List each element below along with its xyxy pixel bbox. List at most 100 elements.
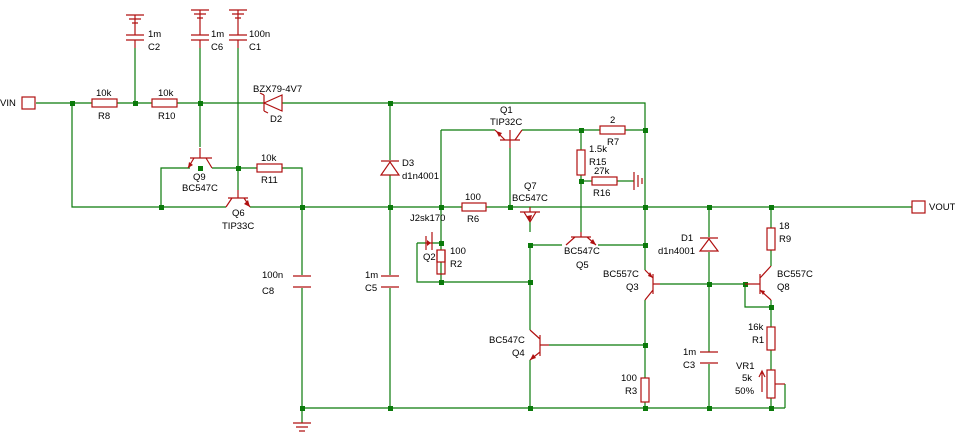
vin-label: VIN xyxy=(0,98,16,109)
svg-text:5k: 5k xyxy=(742,373,752,384)
svg-text:BC547C: BC547C xyxy=(512,193,548,204)
svg-text:18: 18 xyxy=(779,221,790,232)
ground-symbol-main xyxy=(293,422,311,432)
svg-text:D2: D2 xyxy=(270,114,282,125)
svg-text:10k: 10k xyxy=(158,88,174,99)
svg-text:VR1: VR1 xyxy=(736,361,754,372)
svg-text:R6: R6 xyxy=(467,214,479,225)
svg-text:C2: C2 xyxy=(148,42,160,53)
svg-text:Q7: Q7 xyxy=(524,181,537,192)
svg-text:R8: R8 xyxy=(98,111,110,122)
svg-text:Q4: Q4 xyxy=(512,348,525,359)
vout-label: VOUT xyxy=(929,202,955,213)
svg-text:R3: R3 xyxy=(625,386,637,397)
vout-port: VOUT xyxy=(911,200,955,214)
capacitor-c2: 1m C2 xyxy=(126,14,161,53)
resistor-r6: 100 R6 xyxy=(461,192,487,225)
capacitor-c8: 100n C8 xyxy=(262,270,311,297)
capacitor-c3: 1m C3 xyxy=(683,347,718,371)
svg-text:BC547C: BC547C xyxy=(182,183,218,194)
svg-text:27k: 27k xyxy=(594,166,610,177)
potentiometer-vr1: VR1 5k 50% xyxy=(735,361,785,399)
capacitor-c1: 100n C1 xyxy=(229,9,270,53)
svg-text:Q8: Q8 xyxy=(777,282,790,293)
svg-text:1m: 1m xyxy=(211,29,224,40)
transistor-q4: BC547C Q4 xyxy=(489,329,549,361)
svg-text:100n: 100n xyxy=(249,29,270,40)
svg-text:C8: C8 xyxy=(262,286,274,297)
ground-symbol-r16 xyxy=(633,172,643,190)
diode-d3: D3 d1n4001 xyxy=(379,158,439,182)
svg-text:TIP32C: TIP32C xyxy=(490,117,522,128)
resistor-r16: 27k R16 xyxy=(591,166,618,199)
svg-text:Q3: Q3 xyxy=(626,282,639,293)
capacitor-c6: 1m C6 xyxy=(191,9,224,53)
svg-text:Q5: Q5 xyxy=(576,260,589,271)
svg-text:C1: C1 xyxy=(249,42,261,53)
resistor-r15: 1.5k R15 xyxy=(576,144,607,176)
resistor-r7: 2 R7 xyxy=(599,115,626,148)
svg-text:100n: 100n xyxy=(262,270,283,281)
transistor-q7: Q7 BC547C xyxy=(512,181,548,223)
transistor-q6: Q6 TIP33C xyxy=(222,190,254,232)
transistor-q2: J2sk170 Q2 xyxy=(410,213,445,263)
transistor-q5: BC547C Q5 xyxy=(564,232,600,271)
svg-text:2: 2 xyxy=(610,115,615,126)
svg-text:50%: 50% xyxy=(735,386,755,397)
svg-text:C6: C6 xyxy=(211,42,223,53)
transistor-q1: Q1 TIP32C xyxy=(490,105,523,148)
svg-text:R1: R1 xyxy=(752,335,764,346)
svg-text:d1n4001: d1n4001 xyxy=(658,246,695,257)
svg-text:R16: R16 xyxy=(593,188,610,199)
svg-text:TIP33C: TIP33C xyxy=(222,221,254,232)
svg-text:D3: D3 xyxy=(402,158,414,169)
svg-text:Q6: Q6 xyxy=(232,208,245,219)
svg-text:1m: 1m xyxy=(148,29,161,40)
junctions xyxy=(70,101,774,411)
transistor-q9: Q9 BC547C xyxy=(182,148,218,194)
svg-text:BC547C: BC547C xyxy=(489,335,525,346)
svg-text:BC547C: BC547C xyxy=(564,246,600,257)
vin-port: VIN xyxy=(0,96,36,110)
svg-text:R9: R9 xyxy=(779,234,791,245)
svg-text:R7: R7 xyxy=(607,137,619,148)
resistor-r11: 10k R11 xyxy=(256,153,283,186)
capacitor-c5: 1m C5 xyxy=(365,270,399,294)
svg-text:10k: 10k xyxy=(261,153,277,164)
svg-text:1m: 1m xyxy=(365,270,378,281)
resistor-r9: 18 R9 xyxy=(766,221,791,251)
svg-text:C3: C3 xyxy=(683,360,695,371)
svg-text:Q9: Q9 xyxy=(193,172,206,183)
svg-text:16k: 16k xyxy=(748,322,764,333)
svg-text:R10: R10 xyxy=(158,111,175,122)
svg-text:10k: 10k xyxy=(96,88,112,99)
svg-text:1m: 1m xyxy=(683,347,696,358)
svg-text:BZX79-4V7: BZX79-4V7 xyxy=(253,84,302,95)
svg-text:100: 100 xyxy=(465,192,481,203)
svg-text:Q2: Q2 xyxy=(423,252,436,263)
transistor-q8: BC557C Q8 xyxy=(745,265,813,301)
svg-text:C5: C5 xyxy=(365,283,377,294)
svg-text:R11: R11 xyxy=(261,175,278,186)
transistor-q3: BC557C Q3 xyxy=(603,269,660,301)
svg-text:D1: D1 xyxy=(681,233,693,244)
svg-text:100: 100 xyxy=(450,246,466,257)
svg-text:d1n4001: d1n4001 xyxy=(402,171,439,182)
svg-text:1.5k: 1.5k xyxy=(589,144,607,155)
svg-text:Q1: Q1 xyxy=(500,105,513,116)
wires xyxy=(36,48,912,423)
svg-text:R15: R15 xyxy=(589,157,606,168)
svg-text:100: 100 xyxy=(621,373,637,384)
svg-text:R2: R2 xyxy=(450,259,462,270)
resistor-r8: 10k R8 xyxy=(91,88,118,122)
resistor-r2: 100 R2 xyxy=(436,246,466,275)
diode-d1: D1 d1n4001 xyxy=(658,233,720,257)
svg-text:BC557C: BC557C xyxy=(777,269,813,280)
resistor-r1: 16k R1 xyxy=(748,322,776,351)
svg-text:J2sk170: J2sk170 xyxy=(410,213,445,224)
zener-diode-d2: BZX79-4V7 D2 xyxy=(253,84,302,125)
resistor-r10: 10k R10 xyxy=(151,88,178,122)
svg-text:BC557C: BC557C xyxy=(603,269,639,280)
resistor-r3: 100 R3 xyxy=(621,373,650,403)
